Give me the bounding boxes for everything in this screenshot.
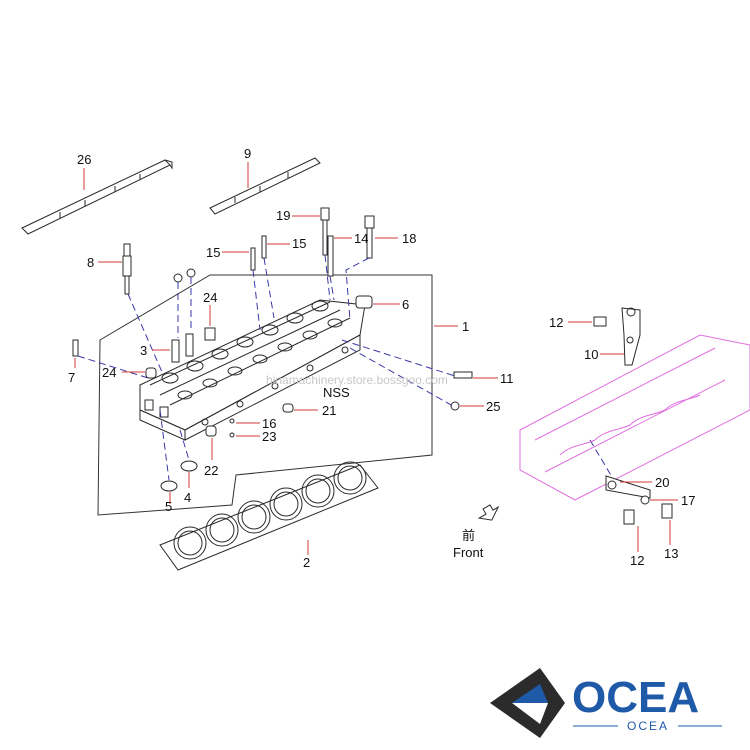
callout-4: 4: [184, 490, 191, 505]
callout-20: 20: [655, 475, 669, 490]
plug-6: [355, 295, 373, 309]
plug-21: [282, 403, 294, 413]
glow-plug-8: [122, 243, 132, 295]
cylinder-head: [139, 299, 366, 441]
alignment-lines: [77, 254, 616, 483]
callout-15b: 15: [292, 236, 306, 251]
callout-24a: 24: [203, 290, 217, 305]
plug-24a: [204, 327, 216, 341]
front-label-en: Front: [453, 545, 484, 560]
callout-3: 3: [140, 343, 147, 358]
leader-lines: [74, 162, 678, 555]
plug-24b: [145, 367, 157, 379]
dowel-7: [72, 339, 79, 357]
callout-15a: 15: [206, 245, 220, 260]
callout-6: 6: [402, 297, 409, 312]
stud-15a: [250, 247, 256, 271]
valve-guide-3: [171, 268, 196, 363]
watermark: hinamachinery.store.bossgoo.com: [266, 373, 448, 387]
logo-wordmark: OCEA: [572, 673, 699, 722]
callout-7: 7: [68, 370, 75, 385]
ocea-logo[interactable]: OCEA OCEA: [490, 668, 722, 738]
callout-10: 10: [584, 347, 598, 362]
callout-14: 14: [354, 231, 368, 246]
callout-13: 13: [664, 546, 678, 561]
callout-11: 11: [500, 371, 514, 386]
pin-11: [453, 371, 473, 379]
plug-22: [205, 425, 217, 437]
seal-5: [160, 480, 178, 492]
callout-labels: 26 9 19 14 18 15 15 8 24 6 1 3 7 24 11 N…: [68, 146, 695, 570]
callout-24b: 24: [102, 365, 116, 380]
callout-19: 19: [276, 208, 290, 223]
callout-16: 16: [262, 416, 276, 431]
plug-25: [450, 401, 460, 411]
washer-17: [640, 495, 650, 505]
callout-26: 26: [77, 152, 91, 167]
bolt-13: [661, 503, 673, 519]
seal-4: [180, 460, 198, 472]
front-label-cn: 前: [462, 528, 475, 543]
stud-14: [327, 235, 334, 277]
callout-nss: NSS: [323, 385, 350, 400]
callout-18: 18: [402, 231, 416, 246]
head-gasket-2: [159, 461, 379, 571]
callout-12a: 12: [549, 315, 563, 330]
stud-15b: [261, 235, 267, 259]
assembly-frame: [97, 274, 433, 516]
logo-subtitle: OCEA: [627, 719, 669, 733]
intake-manifold-outline: [519, 334, 750, 501]
front-arrow-icon: [477, 504, 500, 521]
bracket-20: [605, 475, 651, 499]
callout-12b: 12: [630, 553, 644, 568]
callout-23: 23: [262, 429, 276, 444]
callout-21: 21: [322, 403, 336, 418]
bracket-10: [621, 307, 641, 366]
bolt-12a: [593, 316, 607, 327]
callout-8: 8: [87, 255, 94, 270]
fittings-16-23: [229, 418, 235, 438]
callout-17: 17: [681, 493, 695, 508]
bolt-12b: [623, 509, 635, 525]
callout-1: 1: [462, 319, 469, 334]
bolt-18: [364, 215, 375, 259]
rocker-cover-gasket-9: [209, 157, 321, 215]
callout-25: 25: [486, 399, 500, 414]
callout-22: 22: [204, 463, 218, 478]
callout-9: 9: [244, 146, 251, 161]
callout-5: 5: [165, 499, 172, 514]
callout-2: 2: [303, 555, 310, 570]
rocker-cover-gasket-26: [21, 159, 173, 235]
